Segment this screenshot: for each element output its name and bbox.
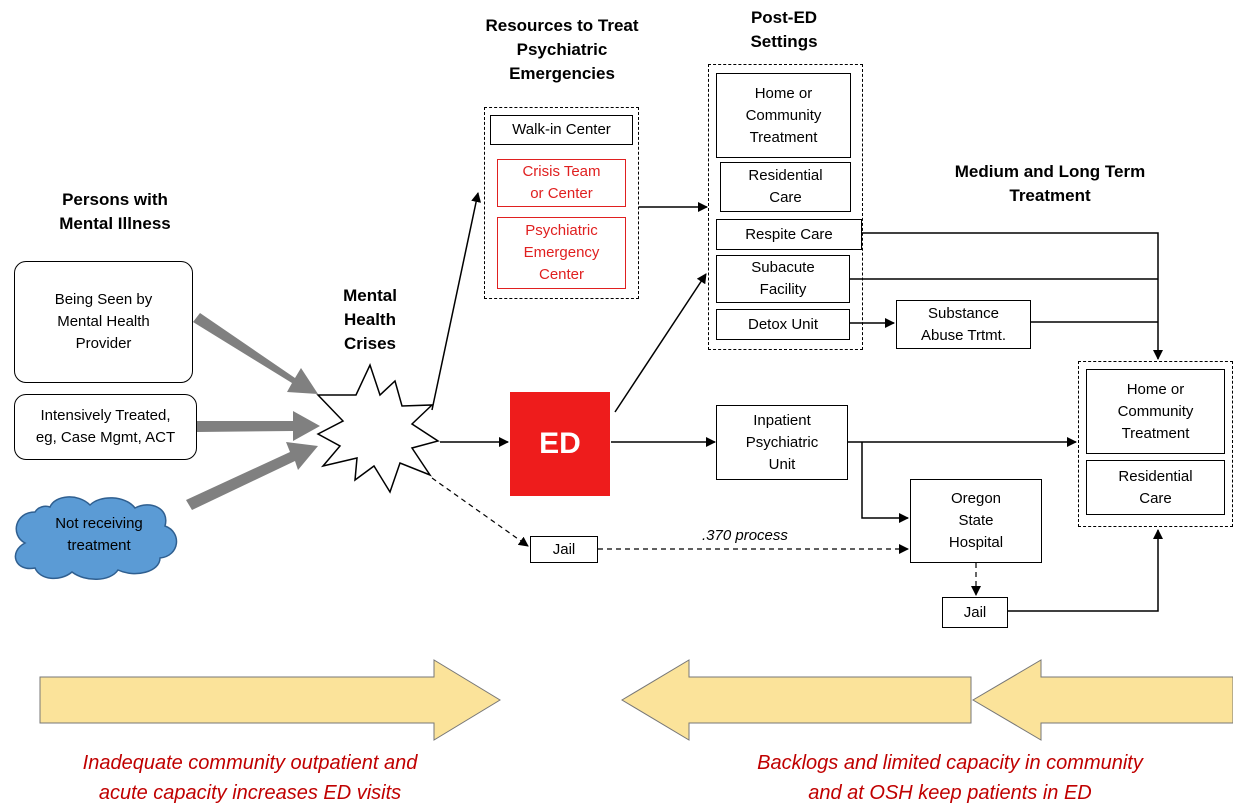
caption-right: Backlogs and limited capacity in communi…	[757, 752, 1143, 804]
yellow-arrow-left-2	[972, 659, 1233, 741]
box-psych-emergency-label: Psychiatric Emergency Center	[523, 222, 600, 283]
box-psych-emergency: Psychiatric Emergency Center	[497, 217, 626, 289]
box-oregon-state-label: Oregon State Hospital	[948, 490, 1004, 551]
heading-crises: Mental Health Crises	[343, 286, 397, 353]
box-post-residential-label: Residential Care	[748, 167, 823, 206]
box-post-residential: Residential Care	[720, 162, 851, 212]
box-jail-2-label: Jail	[963, 603, 987, 621]
box-intensively-treated: Intensively Treated, eg, Case Mgmt, ACT	[14, 394, 197, 460]
resources-group	[484, 107, 639, 299]
gray-arrows	[186, 313, 320, 510]
box-substance-abuse-label: Substance Abuse Trtmt.	[920, 304, 1007, 344]
box-respite-label: Respite Care	[745, 225, 833, 243]
box-subacute-label: Subacute Facility	[751, 259, 815, 298]
box-ml-home-community: Home or Community Treatment	[1086, 369, 1225, 454]
heading-persons: Persons with Mental Illness	[59, 190, 171, 233]
box-oregon-state: Oregon State Hospital	[910, 479, 1042, 563]
gray-arrow-3	[186, 442, 318, 510]
gray-arrow-2	[197, 411, 320, 441]
box-subacute: Subacute Facility	[716, 255, 850, 303]
box-detox: Detox Unit	[716, 309, 850, 340]
box-substance-abuse: Substance Abuse Trtmt.	[896, 300, 1031, 349]
box-intensively-treated-label: Intensively Treated, eg, Case Mgmt, ACT	[35, 407, 176, 446]
cloud-shape	[14, 496, 178, 580]
caption-left: Inadequate community outpatient and acut…	[82, 752, 418, 804]
box-walk-in: Walk-in Center	[490, 115, 633, 145]
heading-medium-long: Medium and Long Term Treatment	[954, 162, 1146, 205]
box-detox-label: Detox Unit	[747, 315, 819, 333]
gray-arrow-1	[193, 313, 318, 394]
box-inpatient-label: Inpatient Psychiatric Unit	[745, 411, 819, 473]
box-being-seen: Being Seen by Mental Health Provider	[14, 261, 193, 383]
ed-label: ED	[539, 427, 581, 460]
ed-box: ED	[510, 392, 610, 496]
box-jail-2: Jail	[942, 597, 1008, 628]
box-jail-1-label: Jail	[552, 540, 576, 558]
box-crisis-team-label: Crisis Team or Center	[522, 163, 601, 202]
process-label: .370 process	[702, 527, 788, 544]
yellow-arrow-left-1	[621, 659, 972, 741]
box-walk-in-label: Walk-in Center	[512, 121, 611, 138]
cloud-label: Not receiving treatment	[55, 515, 143, 554]
yellow-arrow-right	[39, 659, 501, 741]
box-being-seen-label: Being Seen by Mental Health Provider	[54, 291, 153, 352]
box-post-home-community-label: Home or Community Treatment	[745, 84, 822, 146]
heading-resources: Resources to Treat Psychiatric Emergenci…	[485, 16, 639, 83]
box-respite: Respite Care	[716, 219, 862, 250]
heading-post-ed: Post-ED Settings	[750, 8, 818, 51]
box-ml-home-community-label: Home or Community Treatment	[1117, 380, 1194, 442]
box-ml-residential: Residential Care	[1086, 460, 1225, 515]
box-crisis-team: Crisis Team or Center	[497, 159, 626, 207]
box-inpatient: Inpatient Psychiatric Unit	[716, 405, 848, 480]
box-jail-1: Jail	[530, 536, 598, 563]
box-post-home-community: Home or Community Treatment	[716, 73, 851, 158]
crisis-starburst	[316, 362, 440, 494]
box-ml-residential-label: Residential Care	[1118, 467, 1193, 507]
post-ed-group	[708, 64, 863, 350]
